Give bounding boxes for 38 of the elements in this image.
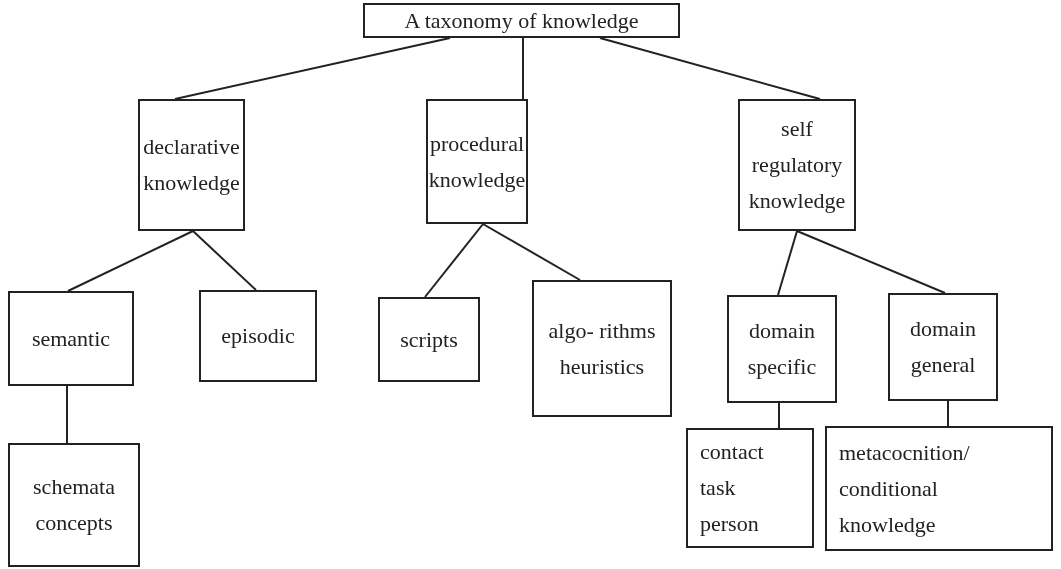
connector-line bbox=[778, 402, 780, 429]
category-box bbox=[825, 426, 1053, 551]
category-label: domain specific bbox=[746, 317, 818, 381]
connector-line bbox=[192, 230, 257, 291]
category-label: contact task person bbox=[700, 438, 765, 538]
category-box bbox=[686, 428, 814, 548]
category-label: self regulatory knowledge bbox=[747, 115, 847, 215]
category-box bbox=[727, 295, 837, 403]
category-label: domain general bbox=[909, 315, 977, 379]
category-label: algo- rithms heuristics bbox=[547, 316, 657, 381]
connector-line bbox=[482, 223, 581, 281]
category-box bbox=[8, 443, 140, 567]
category-box bbox=[888, 293, 998, 401]
category-box bbox=[8, 291, 134, 386]
connector-line bbox=[174, 37, 451, 100]
connector-line bbox=[424, 223, 484, 298]
connector-line bbox=[599, 37, 821, 100]
connector-line bbox=[67, 230, 194, 292]
connector-line bbox=[796, 230, 946, 294]
category-label: metacocnition/ conditional knowledge bbox=[839, 438, 971, 539]
connector-line bbox=[66, 385, 68, 444]
category-box bbox=[378, 297, 480, 382]
category-label: episodic bbox=[221, 322, 295, 350]
category-box bbox=[363, 3, 680, 38]
connector-line bbox=[777, 230, 798, 296]
category-box bbox=[532, 280, 672, 417]
connector-line bbox=[947, 400, 949, 427]
category-box bbox=[138, 99, 245, 231]
category-label: A taxonomy of knowledge bbox=[404, 6, 639, 35]
category-label: semantic bbox=[31, 324, 111, 353]
category-box bbox=[426, 99, 528, 224]
category-label: procedural knowledge bbox=[427, 129, 527, 194]
category-box bbox=[199, 290, 317, 382]
category-label: scripts bbox=[400, 325, 458, 354]
category-box bbox=[738, 99, 856, 231]
connector-line bbox=[522, 37, 524, 100]
category-label: declarative knowledge bbox=[142, 133, 241, 197]
category-label: schemata concepts bbox=[32, 473, 116, 537]
